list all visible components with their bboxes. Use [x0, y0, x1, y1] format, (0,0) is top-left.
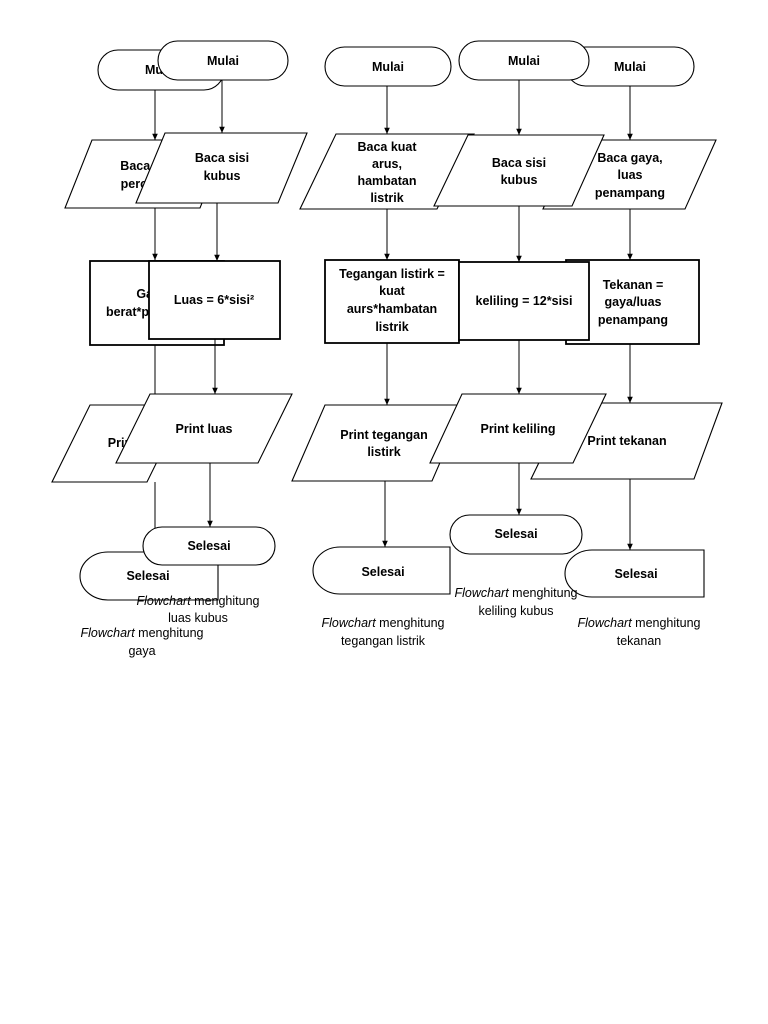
caption-keliling-line1: Flowchart menghitung — [455, 586, 578, 600]
input-label-tekanan-line2: luas — [617, 168, 642, 182]
input-label-tekanan-line1: Baca gaya, — [597, 151, 662, 165]
output-parallelogram-keliling — [429, 393, 607, 464]
caption-keliling-em: Flowchart — [455, 586, 510, 600]
caption-tegangan-em: Flowchart — [322, 616, 377, 630]
process-label-tegangan-line3: aurs*hambatan — [347, 302, 437, 316]
caption-luas-line1: Flowchart menghitung — [137, 594, 260, 608]
process-label-tegangan-line2: kuat — [379, 284, 406, 298]
input-label-luas-line1: Baca sisi — [195, 151, 249, 165]
caption-tegangan-rest: menghitung — [376, 616, 445, 630]
caption-tekanan-line1: Flowchart menghitung — [578, 616, 701, 630]
caption-tekanan-em: Flowchart — [578, 616, 633, 630]
process-box-tegangan — [324, 259, 460, 344]
caption-tegangan-line1: Flowchart menghitung — [322, 616, 445, 630]
caption-luas-rest: menghitung — [191, 594, 260, 608]
start-label-tegangan: Mulai — [372, 60, 404, 74]
process-box-keliling — [458, 261, 590, 341]
process-label-tegangan-line1: Tegangan listirk = — [339, 267, 445, 281]
caption-luas-em: Flowchart — [137, 594, 192, 608]
end-terminator-tegangan — [312, 546, 451, 595]
end-label-luas: Selesai — [187, 539, 230, 553]
output-label-luas: Print luas — [176, 422, 233, 436]
input-label-tegangan-line1: Baca kuat — [357, 140, 417, 154]
process-label-tekanan-line1: Tekanan = — [603, 278, 664, 292]
start-label-keliling: Mulai — [508, 54, 540, 68]
process-label-tekanan-line2: gaya/luas — [605, 295, 662, 309]
output-label-tegangan-line2: listirk — [367, 445, 400, 459]
start-terminator-keliling — [458, 40, 590, 81]
caption-keliling-line2: keliling kubus — [478, 604, 553, 618]
caption-tekanan: Flowchart menghitung tekanan — [578, 616, 701, 648]
output-parallelogram-luas — [115, 393, 293, 464]
caption-keliling: Flowchart menghitung keliling kubus — [455, 586, 578, 618]
process-label-luas: Luas = 6*sisi² — [174, 293, 254, 307]
process-box-luas — [148, 260, 281, 340]
output-parallelogram-tegangan — [291, 404, 466, 482]
start-terminator-luas — [157, 40, 289, 81]
output-label-tegangan-line1: Print tegangan — [340, 428, 428, 442]
output-label-keliling: Print keliling — [480, 422, 555, 436]
end-terminator-luas — [142, 526, 276, 566]
input-parallelogram-luas — [135, 132, 308, 204]
input-label-keliling-line2: kubus — [501, 173, 538, 187]
flowchart-tegangan: Mulai Baca kuat arus, hambatan listrik T… — [291, 46, 475, 595]
input-label-tegangan-line3: hambatan — [357, 174, 416, 188]
process-label-tekanan-line3: penampang — [598, 313, 668, 327]
end-terminator-tekanan — [564, 549, 705, 598]
input-parallelogram-keliling — [433, 134, 605, 207]
flowchart-luas-kubus: Mulai Baca sisi kubus Luas = 6*sisi² Pri… — [115, 40, 308, 566]
caption-gaya-line2: gaya — [128, 644, 155, 658]
input-label-tegangan-line4: listrik — [370, 191, 403, 205]
input-label-keliling-line1: Baca sisi — [492, 156, 546, 170]
input-label-tekanan-line3: penampang — [595, 186, 665, 200]
caption-tegangan-line2: tegangan listrik — [341, 634, 426, 648]
process-label-tegangan-line4: listrik — [375, 320, 408, 334]
caption-luas-line2: luas kubus — [168, 611, 228, 625]
start-label-tekanan: Mulai — [614, 60, 646, 74]
flowchart-keliling: Mulai Baca sisi kubus keliling = 12*sisi… — [429, 40, 607, 555]
end-label-tekanan: Selesai — [614, 567, 657, 581]
input-parallelogram-tegangan — [299, 133, 475, 210]
end-label-gaya: Selesai — [126, 569, 169, 583]
input-label-luas-line2: kubus — [204, 169, 241, 183]
caption-tekanan-rest: menghitung — [632, 616, 701, 630]
caption-tegangan: Flowchart menghitung tegangan listrik — [322, 616, 445, 648]
end-label-tegangan: Selesai — [361, 565, 404, 579]
process-label-keliling: keliling = 12*sisi — [476, 294, 573, 308]
caption-gaya-line1: Flowchart menghitung — [81, 626, 204, 640]
caption-gaya-em: Flowchart — [81, 626, 136, 640]
output-label-tekanan: Print tekanan — [587, 434, 666, 448]
start-label-luas: Mulai — [207, 54, 239, 68]
caption-gaya-rest: menghitung — [135, 626, 204, 640]
caption-tekanan-line2: tekanan — [617, 634, 662, 648]
end-terminator-keliling — [449, 514, 583, 555]
caption-luas-kubus: Flowchart menghitung luas kubus — [137, 594, 260, 625]
caption-keliling-rest: menghitung — [509, 586, 578, 600]
caption-gaya: Flowchart menghitung gaya — [81, 626, 204, 658]
end-label-keliling: Selesai — [494, 527, 537, 541]
start-terminator-tegangan — [324, 46, 452, 87]
input-label-tegangan-line2: arus, — [372, 157, 402, 171]
